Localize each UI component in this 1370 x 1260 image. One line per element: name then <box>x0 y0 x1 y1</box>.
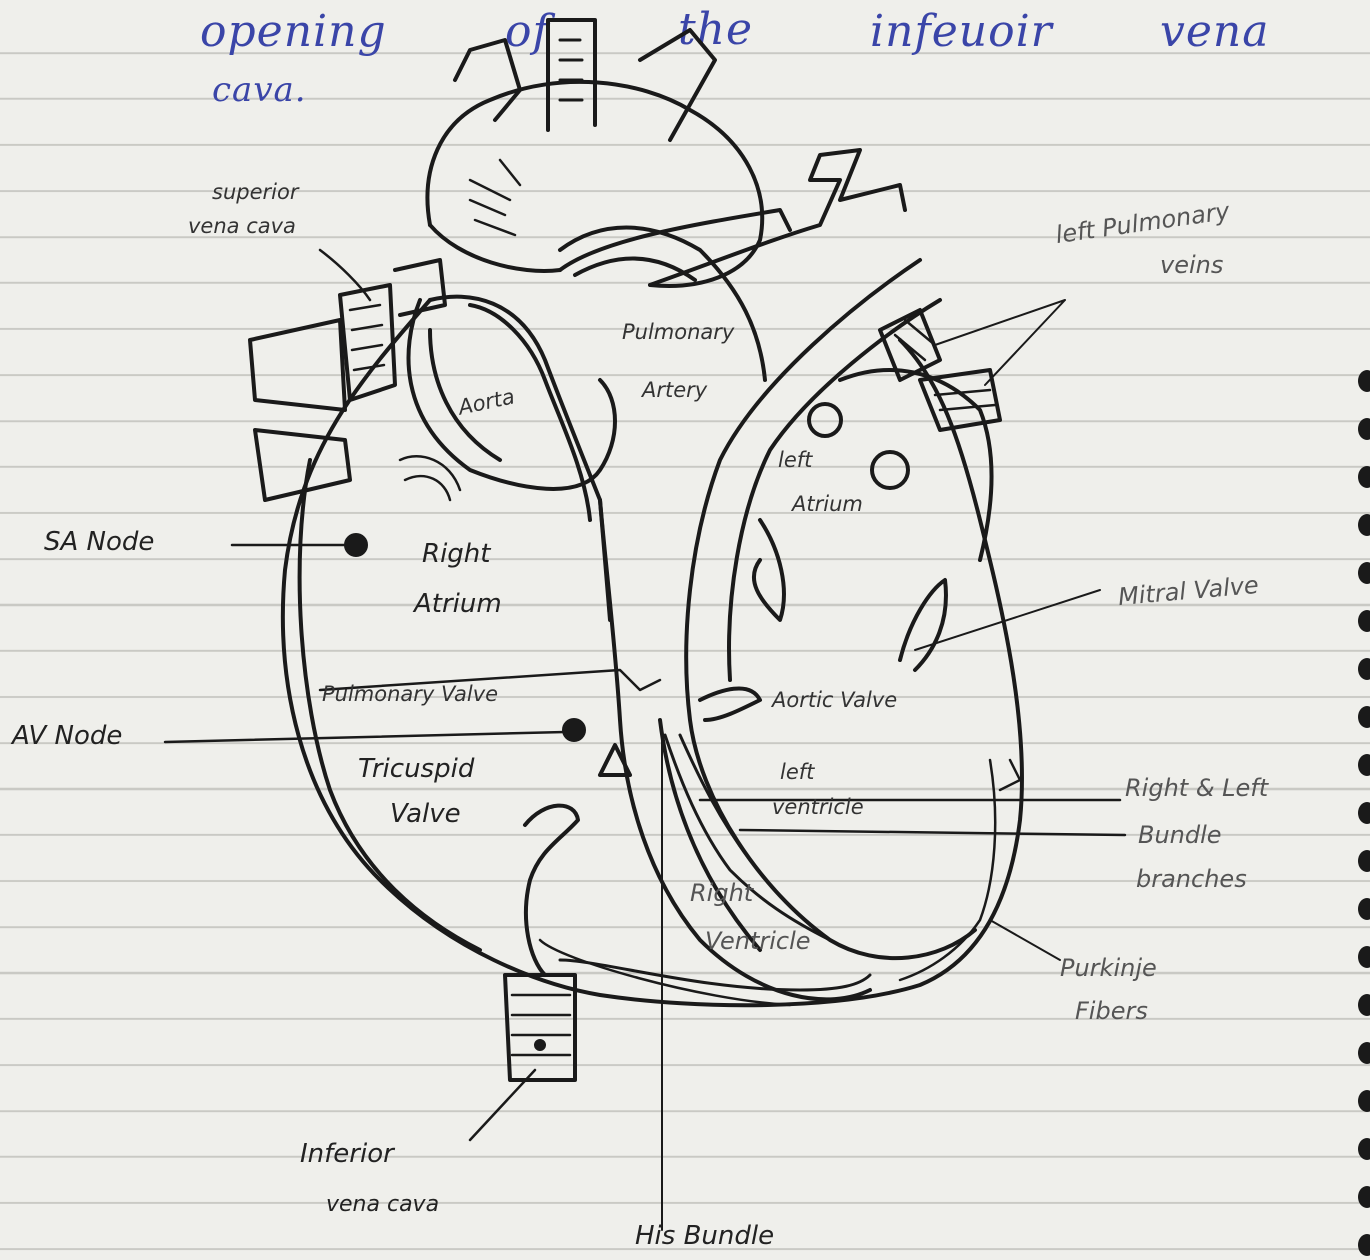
label-aortic-valve: Aortic Valve <box>772 688 897 712</box>
label-right-atrium: Atrium <box>414 590 502 620</box>
label-his-bundle: His Bundle <box>635 1222 774 1252</box>
label-pulmonary-artery: Pulmonary <box>622 320 734 344</box>
purkinje-pointer <box>990 920 1060 960</box>
inferior-vena-cava-pointer <box>470 1070 535 1140</box>
av-node-pointer <box>165 732 565 742</box>
pulmonary-vein-opening <box>872 452 908 488</box>
label-pulmonary-artery: Artery <box>642 378 707 402</box>
pulmonary-artery-tube <box>560 228 765 381</box>
label-inferior-vena-cava: vena cava <box>326 1192 439 1217</box>
label-left-atrium: left <box>778 448 812 472</box>
label-purkinje-fibers: Fibers <box>1075 998 1148 1026</box>
label-inferior-vena-cava: Inferior <box>300 1140 394 1170</box>
label-tricuspid-valve: Tricuspid <box>358 755 474 785</box>
mitral-valve-shape <box>900 580 946 670</box>
superior-vena-cava <box>250 260 445 500</box>
label-tricuspid-valve: Valve <box>390 800 461 830</box>
av-node <box>564 720 584 740</box>
label-superior-vena-cava: vena cava <box>188 214 296 238</box>
label-purkinje-fibers: Purkinje <box>1060 955 1157 983</box>
sa-node <box>346 535 366 555</box>
tricuspid-valve-shape <box>525 806 578 975</box>
label-right-atrium: Right <box>422 540 490 570</box>
label-pulmonary-valve: Pulmonary Valve <box>322 682 498 706</box>
label-left-pulmonary-veins: veins <box>1160 252 1223 280</box>
label-right-ventricle: Ventricle <box>705 928 811 956</box>
aortic-valve-shape <box>700 688 760 720</box>
label-bundle-branches: Right & Left <box>1125 775 1268 803</box>
inferior-vena-cava <box>505 975 575 1080</box>
label-left-ventricle: ventricle <box>772 795 864 819</box>
pulmonary-vein-opening <box>809 404 841 436</box>
pulmonary-veins-pointer <box>935 300 1065 385</box>
label-sa-node: SA Node <box>44 528 154 558</box>
label-av-node: AV Node <box>12 722 122 752</box>
label-bundle-branches: Bundle <box>1138 822 1222 850</box>
label-bundle-branches: branches <box>1136 866 1247 894</box>
pulmonary-artery-branch <box>650 150 905 285</box>
heart-outline <box>283 300 1022 1005</box>
label-left-ventricle: left <box>780 760 814 784</box>
bundle-branches-pointer <box>700 800 1125 835</box>
label-superior-vena-cava: superior <box>212 180 298 204</box>
label-left-atrium: Atrium <box>792 492 863 516</box>
label-right-ventricle: Right <box>690 880 753 908</box>
